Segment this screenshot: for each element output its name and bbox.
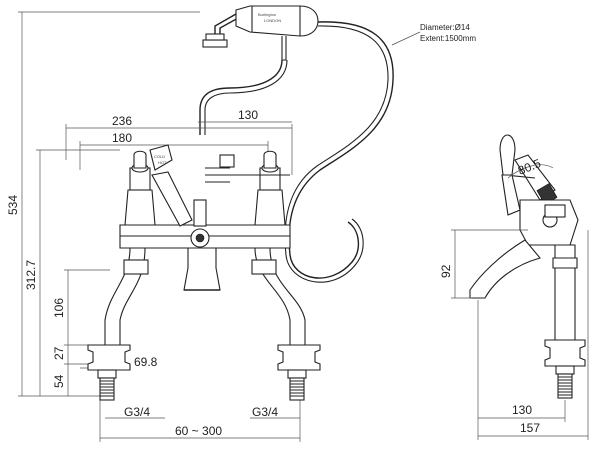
hose-extent-text: Extent:1500mm [420,34,476,43]
dim-overall-height: 534 [6,195,20,215]
right-thread [289,377,305,401]
dim-centres: 60 ~ 300 [175,424,222,438]
dim-thread-left: G3/4 [124,405,150,419]
shower-hose: Diameter:Ø14 Extent:1500mm [284,21,476,283]
hose-diameter-text: Diameter:Ø14 [420,23,470,32]
front-view-body: COLD HOT [119,144,291,291]
dim-tap-spacing: 180 [112,131,132,145]
lever-label-cold: COLD [154,154,165,159]
dim-overall-width: 236 [112,114,132,128]
dim-thread-right: G3/4 [252,405,278,419]
dim-base-height: 27 [52,346,66,360]
shower-riser [199,59,288,135]
dim-body-height: 312.7 [24,260,38,290]
dim-depth: 157 [520,421,540,435]
dim-leg-height: 106 [52,298,66,318]
side-view [469,134,586,399]
dim-hook-offset: 130 [238,108,258,122]
lever-label-hot: HOT [158,160,167,165]
dim-spout-reach: 130 [512,403,532,417]
shower-handset: Burlington LONDON [202,5,319,61]
front-view-legs [87,247,321,401]
dim-spout-height: 92 [439,264,453,278]
dim-tail-length: 54 [52,374,66,388]
side-dimensions [451,164,589,440]
front-dimensions [18,11,301,442]
dim-nut-width: 69.8 [134,355,158,369]
handset-brand-text: Burlington [258,12,276,17]
left-thread [99,377,115,401]
handset-sub-text: LONDON [264,18,281,23]
